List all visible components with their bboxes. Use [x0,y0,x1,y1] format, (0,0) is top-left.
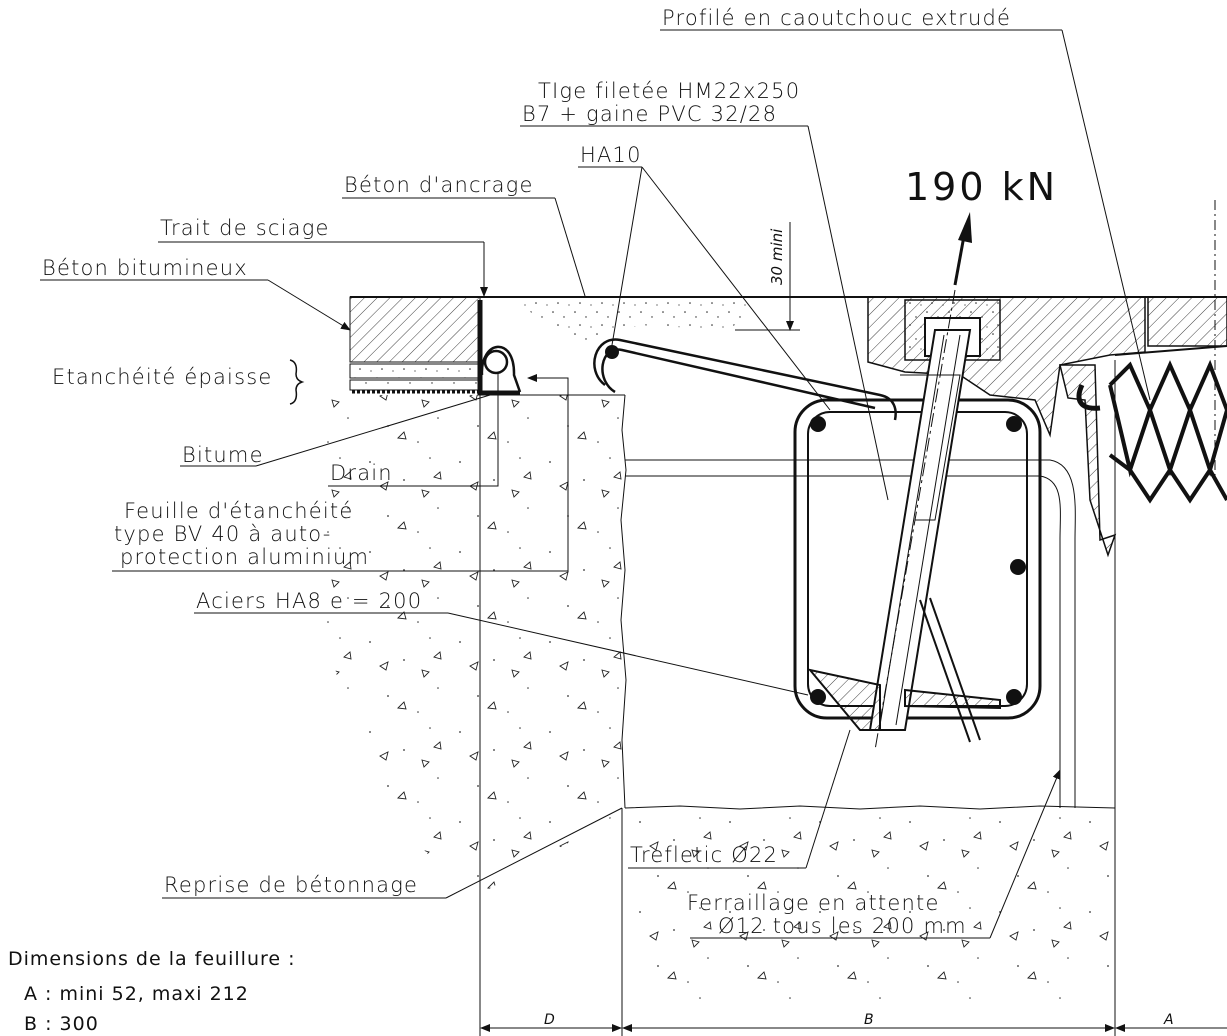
new-concrete-block [624,805,1116,1000]
ha10-bar [593,338,897,421]
beton-bitumineux-label: Béton bitumineux [42,256,248,280]
rubber-profile [1059,359,1227,558]
profile-leader [1061,29,1151,401]
aciers-leader [447,612,809,696]
etancheite-brace [289,359,305,405]
ferraillage-label-line1: Ferraillage en attente [687,891,940,915]
trefletic-leader [805,729,851,869]
etancheite-label: Etanchéité épaisse [52,365,272,389]
dimensions-note-a: A : mini 52, maxi 212 [24,983,249,1005]
reprise-label: Reprise de bétonnage [164,873,418,897]
tige-label-line2: B7 + gaine PVC 32/28 [522,102,777,126]
drain-label: Drain [330,461,393,485]
dimensions-note-b: B : 300 [24,1013,99,1035]
thick-waterproofing-layer [349,363,481,394]
thirty-mini-dimension: 30 mini [735,222,800,331]
waiting-rebars [625,459,1076,808]
ha10-leader [611,166,831,411]
load-arrow [953,212,972,286]
ferraillage-leader [989,769,1061,939]
dimension-b-label: B [864,1012,874,1028]
trait-sciage-label: Trait de sciage [160,216,330,240]
thirty-mini-label: 30 mini [768,228,786,285]
profile-label: Profilé en caoutchouc extrudé [662,6,1011,30]
feuille-label-line3: protection aluminium [120,545,369,569]
bitume-label: Bitume [182,443,264,467]
beton-ancrage-label: Béton d'ancrage [344,173,534,197]
feuille-leader [112,374,569,572]
load-label: 190 kN [905,165,1058,209]
beton-bitumineux-leader [267,279,351,331]
dimension-d-label: D [544,1012,555,1028]
existing-concrete [320,394,627,900]
anchor-concrete [510,297,760,345]
bituminous-concrete-layer [349,296,481,363]
reprise-leader [445,807,623,899]
tige-label-line1: TIge filetée HM22x250 [538,79,800,103]
drain-profile [477,300,522,396]
feuille-label-line2: type BV 40 à auto- [114,522,332,546]
ferraillage-label-line2: Ø12 tous les 200 mm [718,914,967,938]
dimension-guides [479,200,1216,1036]
drain-leader [328,372,499,487]
threaded-rod [868,289,972,751]
feuille-label-line1: Feuille d'étanchéité [124,499,353,523]
dimensions-note-title: Dimensions de la feuillure : [8,948,296,970]
anchor-plate [807,597,1001,743]
aciers-label: Aciers HA8 e = 200 [196,589,422,613]
ha10-label: HA10 [580,143,642,167]
trefletic-label: Trefletic Ø22 [630,843,778,867]
dimension-a-label: A [1163,1012,1174,1028]
beton-ancrage-leader [554,197,586,297]
tige-leader [807,125,889,501]
bitume-leader [255,394,491,467]
